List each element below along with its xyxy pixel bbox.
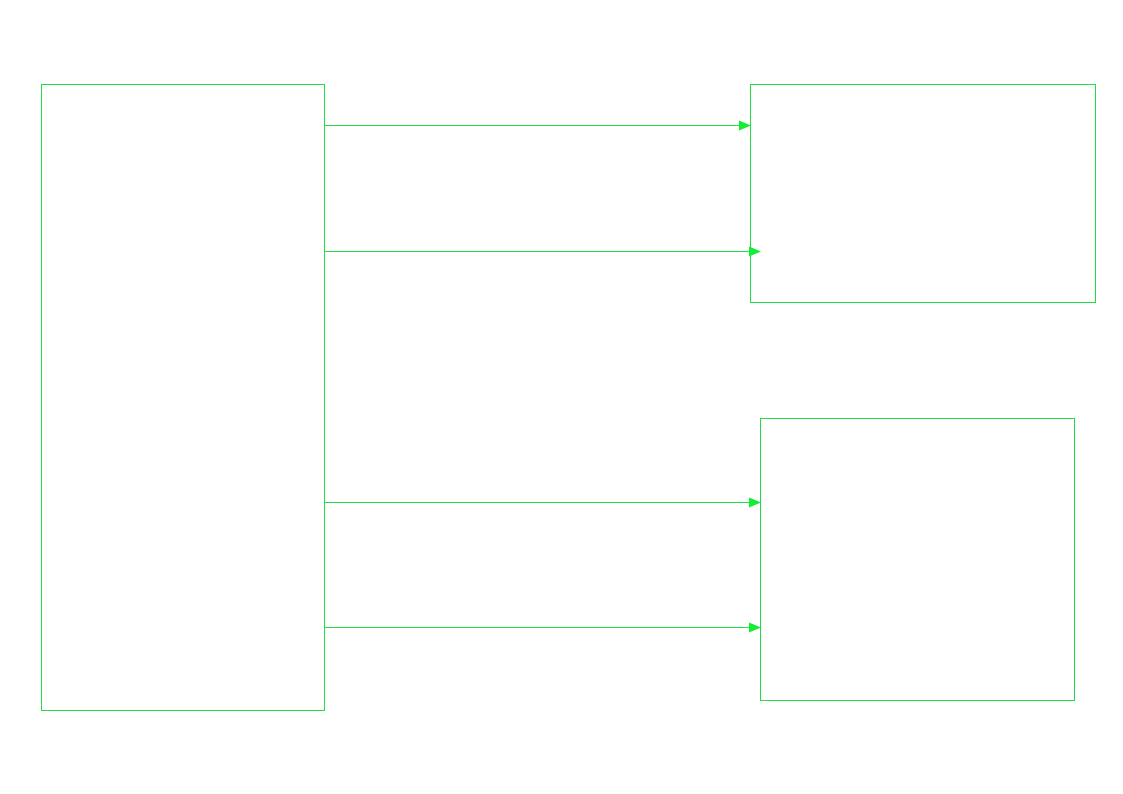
- target-block-top[interactable]: [750, 84, 1096, 303]
- source-block[interactable]: [41, 84, 325, 711]
- target-block-bottom[interactable]: [760, 418, 1075, 701]
